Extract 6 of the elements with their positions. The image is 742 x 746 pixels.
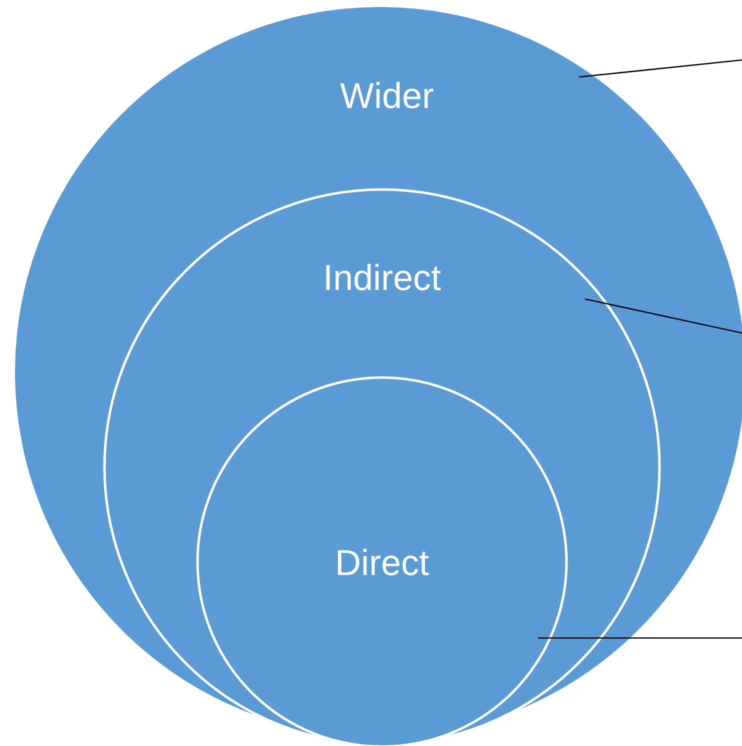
circle-label: Direct bbox=[335, 545, 429, 581]
leader-line bbox=[584, 298, 742, 334]
circle-label: Indirect bbox=[322, 260, 442, 296]
leader-line bbox=[578, 59, 742, 78]
leader-line bbox=[538, 637, 742, 639]
circle-label: Wider bbox=[340, 78, 434, 114]
